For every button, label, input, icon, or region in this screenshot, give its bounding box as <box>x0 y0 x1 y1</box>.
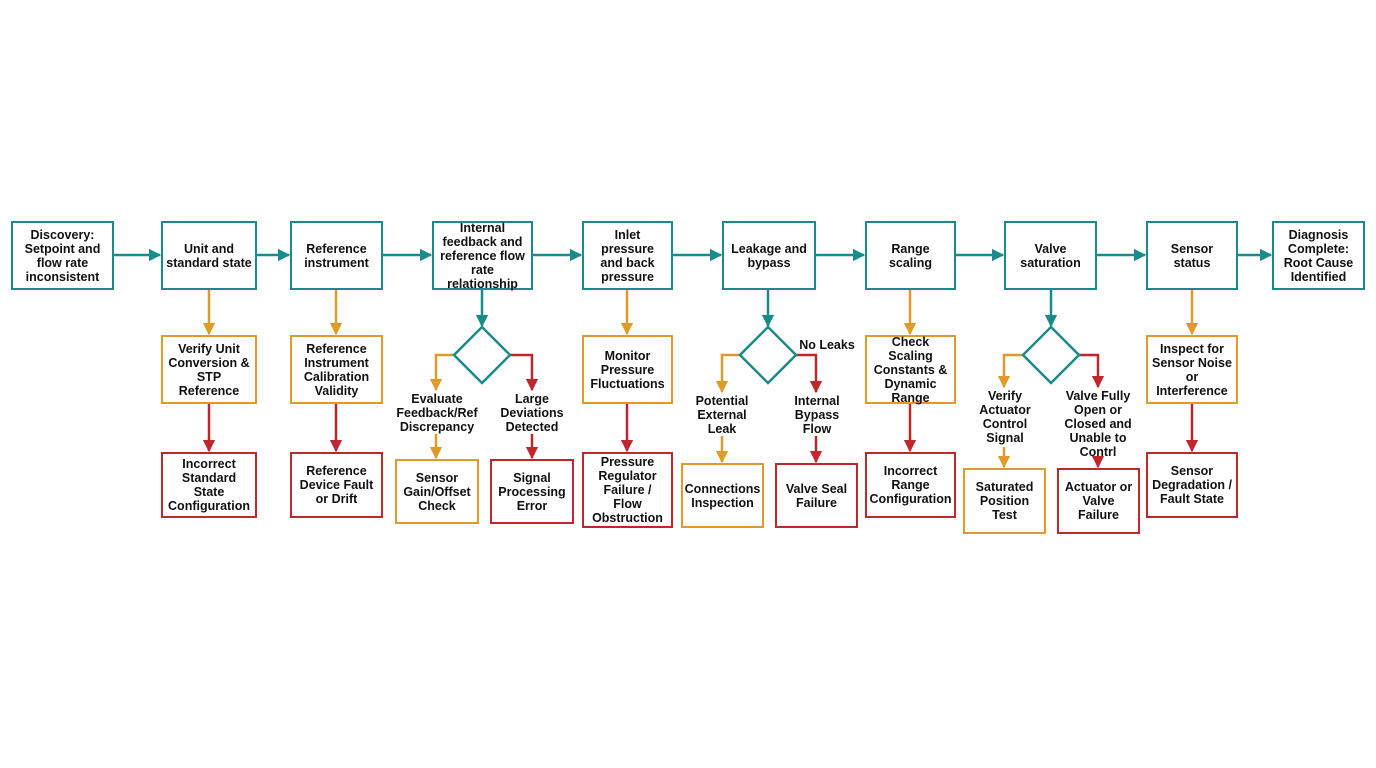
branch-no-leaks: No Leaks <box>799 338 855 352</box>
branch-evaluate-feedback: Evaluate Feedback/Ref Discrepancy <box>396 392 478 434</box>
branch-large-deviations: Large Deviations Detected <box>500 392 564 434</box>
outcome-signal-processing-error: Signal Processing Error <box>490 459 574 524</box>
main-step-sensor-status: Sensor status <box>1146 221 1238 290</box>
outcome-sensor-degradation: Sensor Degradation / Fault State <box>1146 452 1238 518</box>
branch-internal-bypass: Internal Bypass Flow <box>794 394 840 436</box>
check-reference-calibration: Reference Instrument Calibration Validit… <box>290 335 383 404</box>
outcome-actuator-valve-failure: Actuator or Valve Failure <box>1057 468 1140 534</box>
outcome-reference-device-fault: Reference Device Fault or Drift <box>290 452 383 518</box>
arrow-valve-left <box>997 353 1023 389</box>
main-step-discovery: Discovery: Setpoint and flow rate incons… <box>11 221 114 290</box>
connectors <box>114 248 1273 469</box>
main-step-diagnosis-complete: Diagnosis Complete: Root Cause Identifie… <box>1272 221 1365 290</box>
main-step-reference-instrument: Reference instrument <box>290 221 383 290</box>
decision-diamond-feedback <box>452 325 512 385</box>
branch-verify-actuator: Verify Actuator Control Signal <box>979 389 1031 445</box>
arrow-feedback-right <box>510 353 539 392</box>
arrow-leak-right <box>796 353 823 394</box>
arrow-valve-right <box>1079 353 1105 389</box>
main-step-range-scaling: Range scaling <box>865 221 956 290</box>
outcome-connections-inspection: Connections Inspection <box>681 463 764 528</box>
main-step-unit-standard-state: Unit and standard state <box>161 221 257 290</box>
arrow-feedback-left <box>429 353 454 392</box>
outcome-pressure-regulator-failure: Pressure Regulator Failure / Flow Obstru… <box>582 452 673 528</box>
check-monitor-pressure: Monitor Pressure Fluctuations <box>582 335 673 404</box>
main-step-inlet-back-pressure: Inlet pressure and back pressure <box>582 221 673 290</box>
outcome-incorrect-standard-state: Incorrect Standard State Configuration <box>161 452 257 518</box>
main-step-leakage-bypass: Leakage and bypass <box>722 221 816 290</box>
check-verify-unit-conversion: Verify Unit Conversion & STP Reference <box>161 335 257 404</box>
outcome-saturated-position-test: Saturated Position Test <box>963 468 1046 534</box>
outcome-incorrect-range-config: Incorrect Range Configuration <box>865 452 956 518</box>
branch-valve-fully-open: Valve Fully Open or Closed and Unable to… <box>1064 389 1132 459</box>
decision-diamond-valve <box>1021 325 1081 385</box>
check-sensor-noise: Inspect for Sensor Noise or Interference <box>1146 335 1238 404</box>
main-step-valve-saturation: Valve saturation <box>1004 221 1097 290</box>
decision-diamond-leakage <box>738 325 798 385</box>
arrow-leak-left <box>715 353 740 394</box>
outcome-sensor-gain-offset-check: Sensor Gain/Offset Check <box>395 459 479 524</box>
decision-diamonds <box>452 325 1081 385</box>
check-scaling-constants: Check Scaling Constants & Dynamic Range <box>865 335 956 405</box>
main-step-internal-feedback: Internal feedback and reference flow rat… <box>432 221 533 291</box>
branch-potential-external-leak: Potential External Leak <box>695 394 749 436</box>
outcome-valve-seal-failure: Valve Seal Failure <box>775 463 858 528</box>
